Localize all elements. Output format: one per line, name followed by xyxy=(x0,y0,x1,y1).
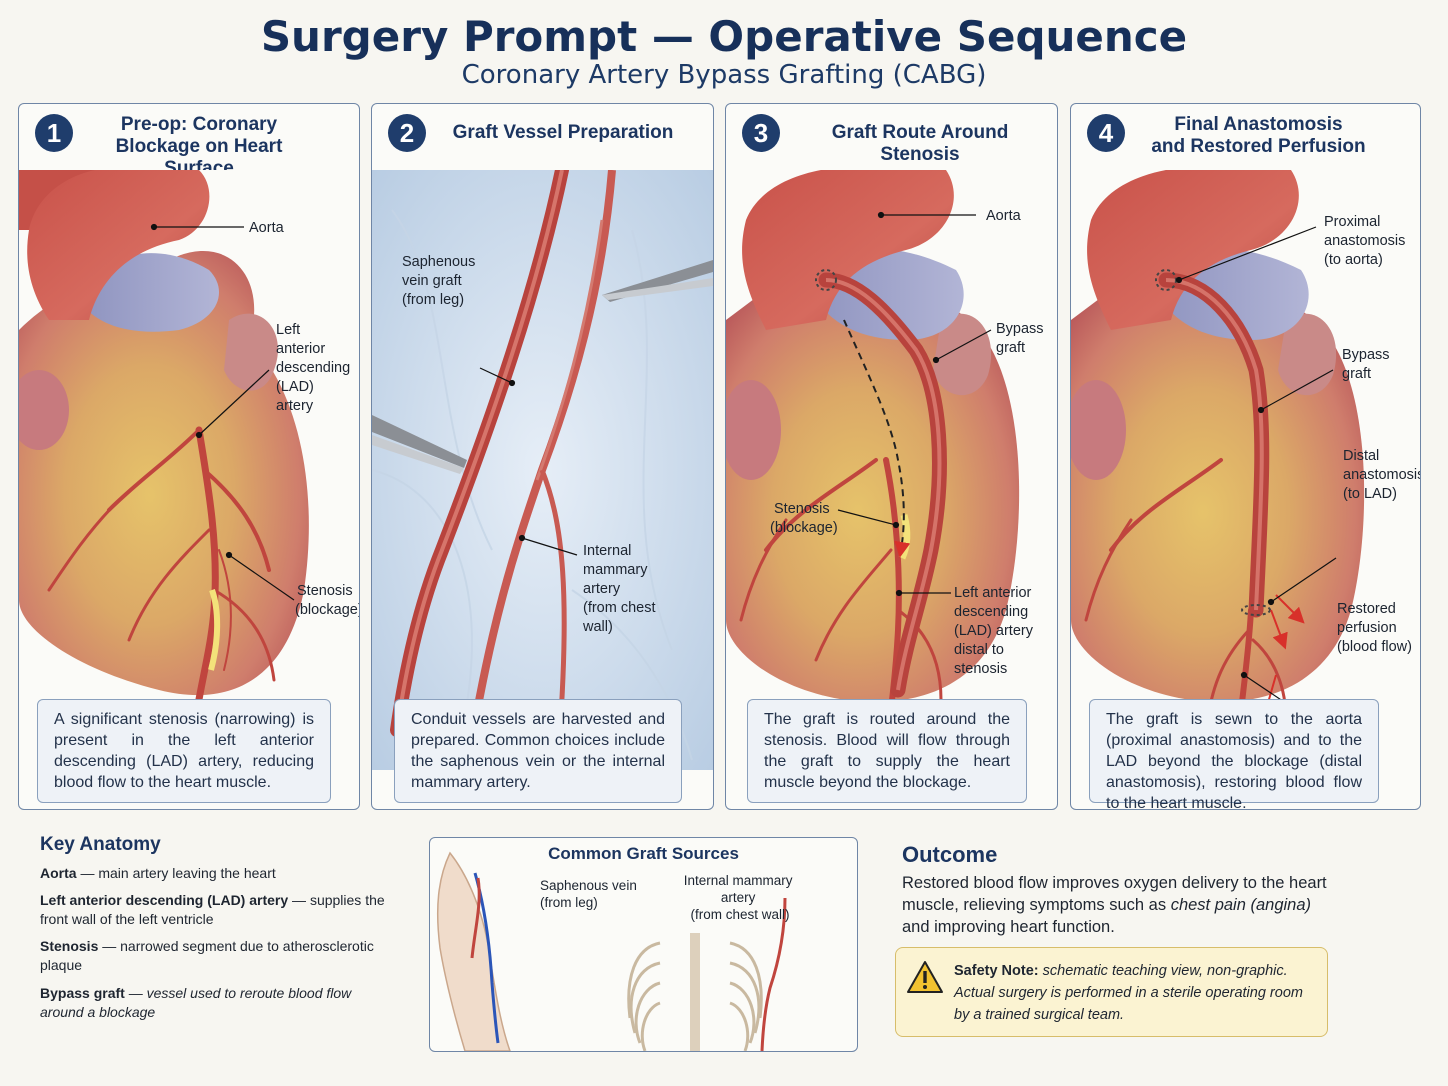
route-arrow xyxy=(843,319,911,558)
safety-note: Safety Note: schematic teaching view, no… xyxy=(895,947,1328,1037)
graft-preparation-illustration: Saphenous vein graft (from leg) Internal… xyxy=(372,170,713,770)
label-restored: Restored perfusion (blood flow) xyxy=(1337,601,1412,655)
stenosis-plaque xyxy=(208,589,221,671)
panel-caption: Conduit vessels are harvested and prepar… xyxy=(394,699,682,803)
atrial-appendage xyxy=(933,313,992,396)
label-lad: Left anterior descending (LAD) artery xyxy=(276,322,354,414)
label-leaders xyxy=(479,367,578,556)
key-anatomy-item: Stenosis — narrowed segment due to ather… xyxy=(40,938,374,973)
panel-step-4: 4 Final Anastomosis and Restored Perfusi… xyxy=(1070,103,1421,810)
panel-header: 4 Final Anastomosis and Restored Perfusi… xyxy=(1071,104,1420,170)
panel-title-line: and Restored Perfusion xyxy=(1151,136,1366,157)
aorta xyxy=(742,170,954,330)
aorta xyxy=(1087,170,1299,330)
label-leaders xyxy=(837,211,992,597)
panel-step-3: 3 Graft Route Around Stenosis xyxy=(725,103,1058,810)
panel-caption: The graft is routed around the stenosis.… xyxy=(747,699,1027,803)
step-number-badge: 2 xyxy=(388,114,426,152)
panel-step-2: 2 Graft Vessel Preparation xyxy=(371,103,714,810)
panel-title: Final Anastomosis and Restored Perfusion xyxy=(1141,114,1376,158)
heart-illustration: Aorta Left anterior descending (LAD) art… xyxy=(19,170,359,770)
final-anastomosis-illustration: Proximal anastomosis (to aorta) Bypass g… xyxy=(1071,170,1420,770)
label-proximal: Proximal anastomosis (to aorta) xyxy=(1324,214,1409,268)
label-bypass: Bypass graft xyxy=(1342,347,1394,382)
panel-title-line: Graft Vessel Preparation xyxy=(452,122,674,143)
key-anatomy-item: Left anterior descending (LAD) artery — … xyxy=(40,892,385,927)
label-lad: Left anterior descending (LAD) artery di… xyxy=(954,585,1037,677)
warning-icon xyxy=(907,961,943,993)
key-anatomy-item: Aorta — main artery leaving the heart xyxy=(40,865,276,881)
atrial-appendage xyxy=(1278,313,1337,396)
label-bypass: Bypass graft xyxy=(996,321,1048,356)
step-number-badge: 4 xyxy=(1087,114,1125,152)
right-atrium xyxy=(19,370,69,450)
main-title: Surgery Prompt — Operative Sequence xyxy=(260,12,1188,61)
label-mammary: Internal mammary artery (from chest wall… xyxy=(582,543,660,635)
graft-route-illustration: Aorta Bypass graft Stenosis (blockage) L… xyxy=(726,170,1057,770)
label-saphenous: Saphenous vein graft (from leg) xyxy=(402,254,479,308)
panel-caption: The graft is sewn to the aorta (proximal… xyxy=(1089,699,1379,809)
rib-cage xyxy=(627,933,763,1051)
distal-anastomosis-sutures xyxy=(1241,604,1271,616)
saphenous-vein xyxy=(473,872,500,1044)
panel-header: 2 Graft Vessel Preparation xyxy=(372,104,713,170)
proximal-sutures xyxy=(815,269,837,291)
atrial-appendage xyxy=(224,313,278,391)
label-distal: Distal anastomosis (to LAD) xyxy=(1343,448,1420,502)
graft-sources-title: Common Graft Sources xyxy=(548,844,739,863)
panel-header: 3 Graft Route Around Stenosis xyxy=(726,104,1057,170)
step-number-badge: 1 xyxy=(35,114,73,152)
panel-title: Graft Route Around Stenosis xyxy=(792,122,1048,166)
panel-title-line: Final Anastomosis xyxy=(1174,114,1343,135)
panel-title-line: Pre-op: Coronary xyxy=(120,114,278,135)
step-number-badge: 3 xyxy=(742,114,780,152)
panel-title-line: Graft Route Around Stenosis xyxy=(831,122,1009,165)
main-subtitle: Coronary Artery Bypass Grafting (CABG) xyxy=(461,60,987,90)
panel-step-1: 1 Pre-op: Coronary Blockage on Heart Sur… xyxy=(18,103,360,810)
aorta xyxy=(27,170,210,320)
surgical-instrument-upper xyxy=(602,260,713,302)
label-aorta: Aorta xyxy=(249,220,285,236)
label-aorta: Aorta xyxy=(986,208,1022,224)
surgical-instrument-lower xyxy=(372,415,467,474)
label-stenosis: Stenosis (blockage) xyxy=(295,583,359,618)
panel-header: 1 Pre-op: Coronary Blockage on Heart Sur… xyxy=(19,104,359,179)
panel-title: Graft Vessel Preparation xyxy=(438,122,688,144)
label-saphenous-source: Saphenous vein (from leg) xyxy=(540,878,641,910)
key-anatomy-item: Bypass graft — vessel used to reroute bl… xyxy=(40,985,352,1020)
mammary-artery-line xyxy=(760,897,787,1051)
label-leaders xyxy=(150,223,295,601)
outcome-title: Outcome xyxy=(902,842,998,867)
outcome-text: Restored blood flow improves oxygen deli… xyxy=(902,874,1327,936)
graft-sources-box: Common Graft Sources Saphenous vein (fro… xyxy=(429,837,858,1052)
graft-sources-illustration: Saphenous vein (from leg) Internal mamma… xyxy=(436,851,797,1051)
label-mammary-source: Internal mammary artery (from chest wall… xyxy=(684,873,797,922)
label-stenosis: Stenosis (blockage) xyxy=(770,501,838,536)
safety-note-text: Safety Note: schematic teaching view, no… xyxy=(954,963,1303,1023)
panel-caption: A significant stenosis (narrowing) is pr… xyxy=(37,699,331,803)
right-atrium xyxy=(1071,380,1126,480)
right-atrium xyxy=(726,380,781,480)
key-anatomy-title: Key Anatomy xyxy=(40,834,161,855)
